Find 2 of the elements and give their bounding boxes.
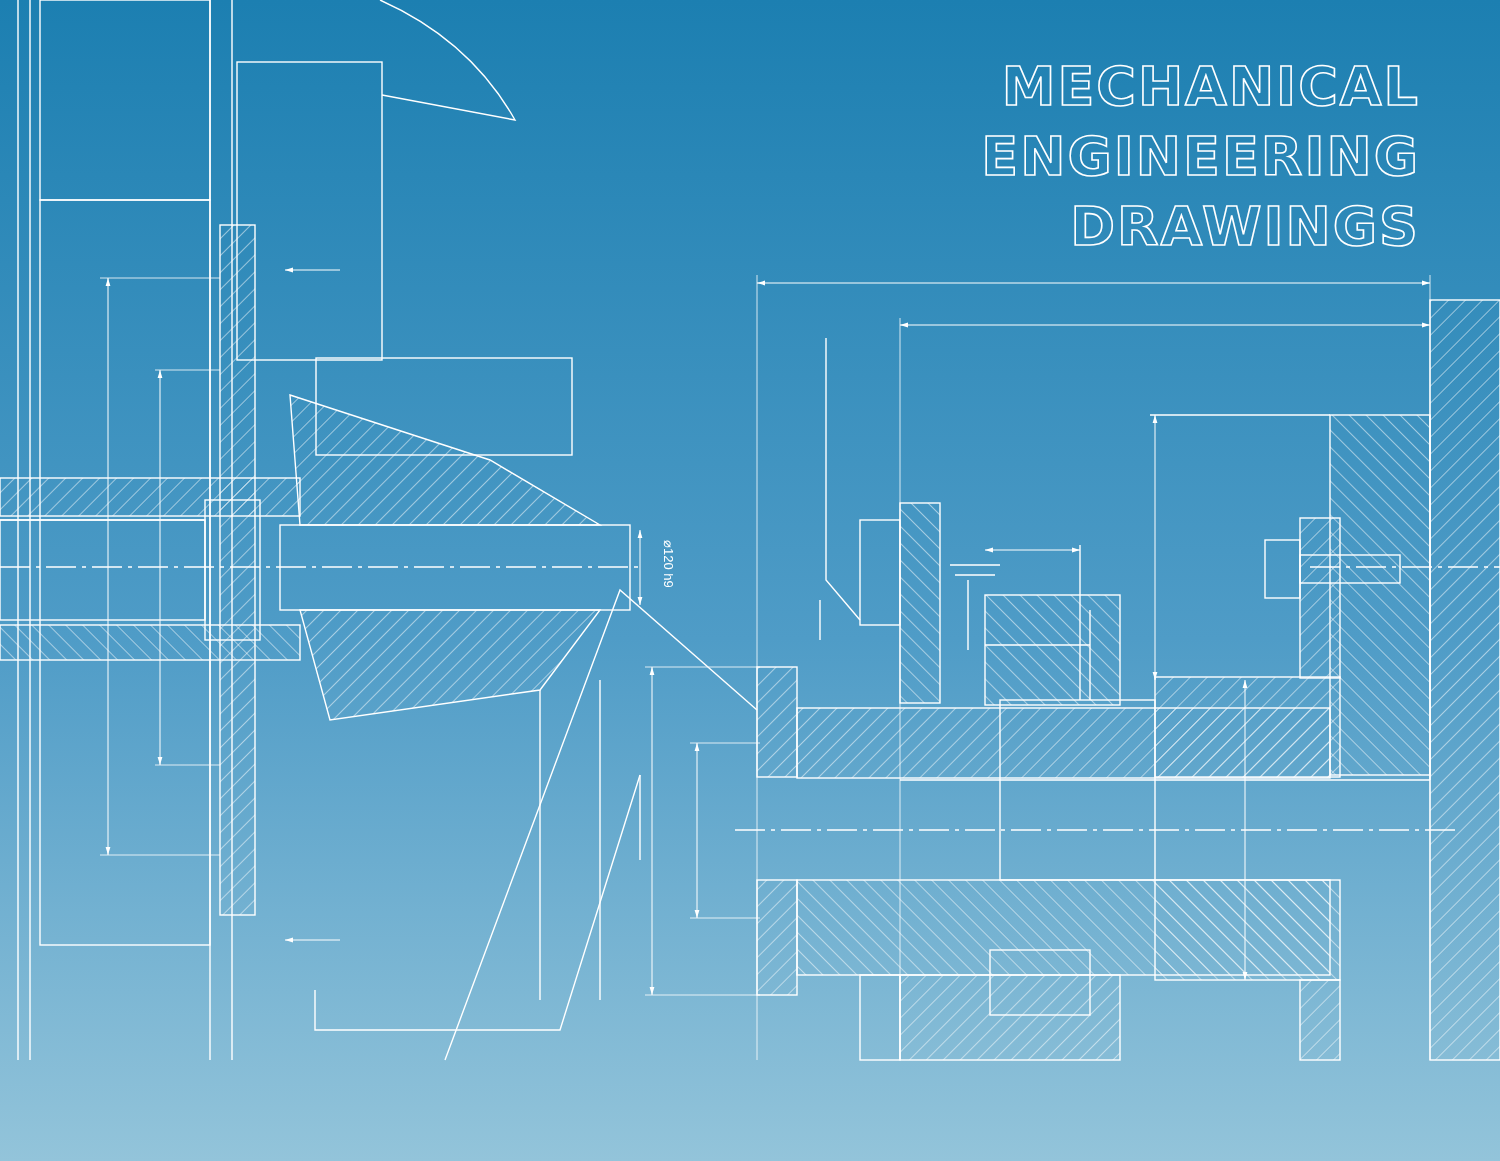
drawing-title: MECHANICAL ENGINEERING DRAWINGS	[980, 54, 1420, 260]
dimension-label: ⌀120 h9	[661, 540, 676, 588]
